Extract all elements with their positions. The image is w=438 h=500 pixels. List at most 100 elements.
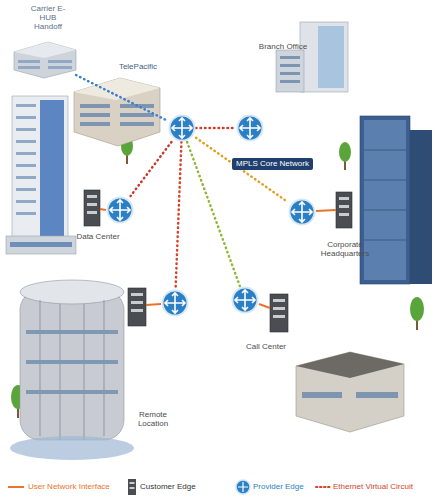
data-center-building (16, 104, 36, 107)
remote-location-building (26, 390, 118, 394)
user-network-interface (146, 304, 161, 305)
site-label: Remote Location (130, 410, 176, 428)
telepacific-building (120, 113, 154, 117)
remote-location-building (60, 304, 61, 440)
customer-edge-server (270, 294, 288, 332)
server-panel (339, 213, 349, 216)
site-label: Carrier E-HUB Handoff (28, 4, 68, 31)
server-panel (273, 307, 285, 310)
carrier-building (18, 66, 40, 69)
remote-location-building (10, 280, 134, 460)
provider-edge-router: Corporate Headquarters (288, 198, 316, 226)
router-body (163, 291, 188, 316)
telepacific-building (120, 122, 154, 126)
ethernet-virtual-circuit (176, 142, 182, 289)
headquarters-building (364, 120, 406, 280)
server-panel (131, 293, 143, 296)
branch-office-building (276, 22, 348, 92)
data-center-building (6, 96, 76, 254)
site-label: Call Center (238, 342, 294, 351)
headquarters-building (410, 130, 432, 284)
carrier-building (18, 60, 40, 63)
network-label: MPLS Core Network (232, 158, 313, 170)
telepacific-building (80, 122, 110, 126)
branch-office-building (276, 50, 304, 92)
router-arrows (292, 202, 312, 222)
server-panel (339, 205, 349, 208)
site-label: TelePacific (108, 62, 168, 71)
router-body (233, 288, 258, 313)
router-icon (288, 198, 316, 226)
legend-text: User Network Interface (28, 482, 110, 492)
branch-office-building (280, 56, 300, 59)
remote-location-building (26, 330, 118, 334)
legend-sample (128, 479, 136, 495)
data-center-building (16, 164, 36, 167)
branch-office-building (280, 64, 300, 67)
router-body (290, 200, 315, 225)
ethernet-virtual-circuit (131, 142, 172, 196)
user-network-interface (100, 209, 106, 210)
telepacific-building (74, 78, 160, 146)
data-center-building (10, 242, 72, 247)
headquarters-building (364, 240, 406, 241)
carrier-building (48, 66, 72, 69)
data-center-building (16, 200, 36, 203)
provider-edge-router: Branch Office (236, 114, 264, 142)
customer-edge-server (128, 288, 146, 326)
carrier-building (14, 42, 76, 58)
data-center-building (16, 152, 36, 155)
ethernet-virtual-circuit (196, 127, 236, 130)
provider-edge-router: TelePacific (168, 114, 196, 142)
remote-location-building (40, 300, 41, 436)
server-panel (131, 301, 143, 304)
carrier-building (48, 60, 72, 63)
tree (339, 142, 351, 162)
data-center-building (16, 116, 36, 119)
server-panel (87, 195, 349, 318)
router-icon (161, 289, 189, 317)
branch-office-building (300, 22, 348, 92)
server-panel (339, 197, 349, 200)
branch-office-building (318, 26, 344, 88)
data-center-building (12, 96, 68, 246)
headquarters-building (360, 116, 432, 284)
headquarters-building (360, 116, 410, 284)
telepacific-building (74, 78, 160, 146)
site-label: Branch Office (248, 42, 318, 51)
server-panel (273, 315, 285, 318)
data-center-building (16, 188, 36, 191)
remote-location-building (104, 300, 105, 436)
customer-edge-server (336, 192, 352, 228)
data-center-building (16, 176, 36, 179)
router-icon (168, 114, 196, 142)
server-panel (87, 195, 97, 198)
call-center-building (296, 352, 404, 378)
telepacific-building (80, 113, 110, 117)
router-arrows (110, 200, 130, 220)
router-icon (106, 196, 134, 224)
legend-sample (236, 480, 250, 494)
branch-office-building (280, 72, 300, 75)
router-icon (236, 114, 264, 142)
legend-text: Provider Edge (253, 482, 304, 492)
call-center-building (296, 352, 404, 432)
provider-edge-router: Remote Location (161, 289, 189, 317)
data-center-building (16, 212, 36, 215)
legend-sample (316, 486, 330, 488)
router-arrows (172, 118, 192, 138)
call-center-building (296, 352, 404, 432)
legend-sample (8, 486, 24, 488)
router-arrows (235, 290, 255, 310)
server-panel (87, 203, 97, 206)
data-center-building (6, 236, 76, 254)
router-arrows (240, 118, 260, 138)
carrier-site: Carrier E-HUB Handoff (12, 40, 76, 78)
user-network-interface (316, 210, 336, 211)
headquarters-building (364, 210, 406, 211)
legend-text: Ethernet Virtual Circuit (333, 482, 413, 492)
customer-edge-server (84, 190, 100, 226)
telepacific-building (80, 104, 110, 108)
